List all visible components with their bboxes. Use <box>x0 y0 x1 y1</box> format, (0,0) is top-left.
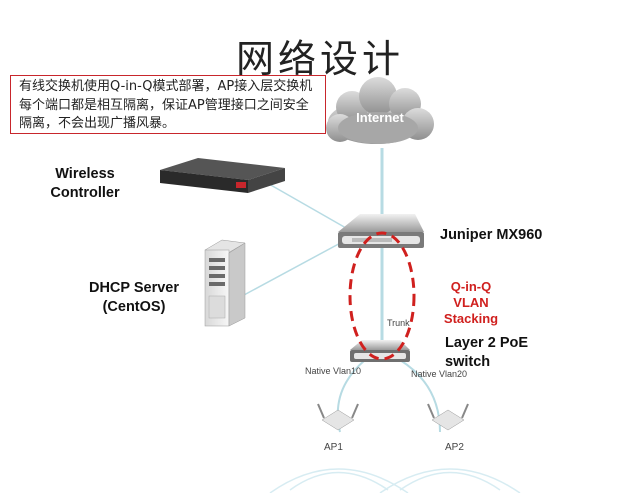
layer2-switch-label-line2: switch <box>445 354 491 370</box>
qinq-label: Q-in-Q VLAN Stacking <box>438 279 504 327</box>
link-lines <box>243 148 441 433</box>
internet-label: Internet <box>356 110 404 125</box>
wireless-controller-label-line1: Wireless <box>55 166 115 182</box>
ap2-access-point-icon <box>427 403 469 431</box>
qinq-label-line3: Stacking <box>443 311 499 326</box>
description-note: 有线交换机使用Q-in-Q模式部署，AP接入层交换机每个端口都是相互隔离，保证A… <box>10 75 326 134</box>
dhcp-server-label-line1: DHCP Server <box>88 280 179 296</box>
juniper-router-icon <box>338 214 424 248</box>
layer2-switch-icon <box>350 340 410 362</box>
link-controller-juniper <box>261 179 347 229</box>
dhcp-server-label-line2: (CentOS) <box>102 299 166 315</box>
trunk-label: Trunk <box>387 318 410 328</box>
qinq-dashed-ellipse <box>348 231 416 361</box>
juniper-label: Juniper MX960 <box>440 227 543 243</box>
page-title: 网络设计 <box>235 37 404 81</box>
link-dhcp-juniper <box>243 239 347 296</box>
native-vlan10-label: Native Vlan10 <box>305 366 362 376</box>
wireless-coverage-lines <box>269 468 521 493</box>
wireless-controller-label-line2: Controller <box>50 185 120 201</box>
qinq-label-line2: VLAN <box>453 295 489 310</box>
layer2-switch-label: Layer 2 PoE switch <box>445 334 528 372</box>
layer2-switch-label-line1: Layer 2 PoE <box>445 335 529 351</box>
dhcp-server-label: DHCP Server (CentOS) <box>78 279 190 317</box>
wireless-controller-label: Wireless Controller <box>40 165 130 203</box>
ap1-label: AP1 <box>324 442 343 453</box>
ap1-access-point-icon <box>317 403 359 431</box>
ap2-label: AP2 <box>445 442 464 453</box>
dhcp-server-icon <box>204 239 246 327</box>
internet-cloud-icon <box>326 77 434 144</box>
native-vlan20-label: Native Vlan20 <box>411 369 468 379</box>
wireless-controller-device-icon <box>160 158 285 208</box>
qinq-label-line1: Q-in-Q <box>450 279 492 294</box>
